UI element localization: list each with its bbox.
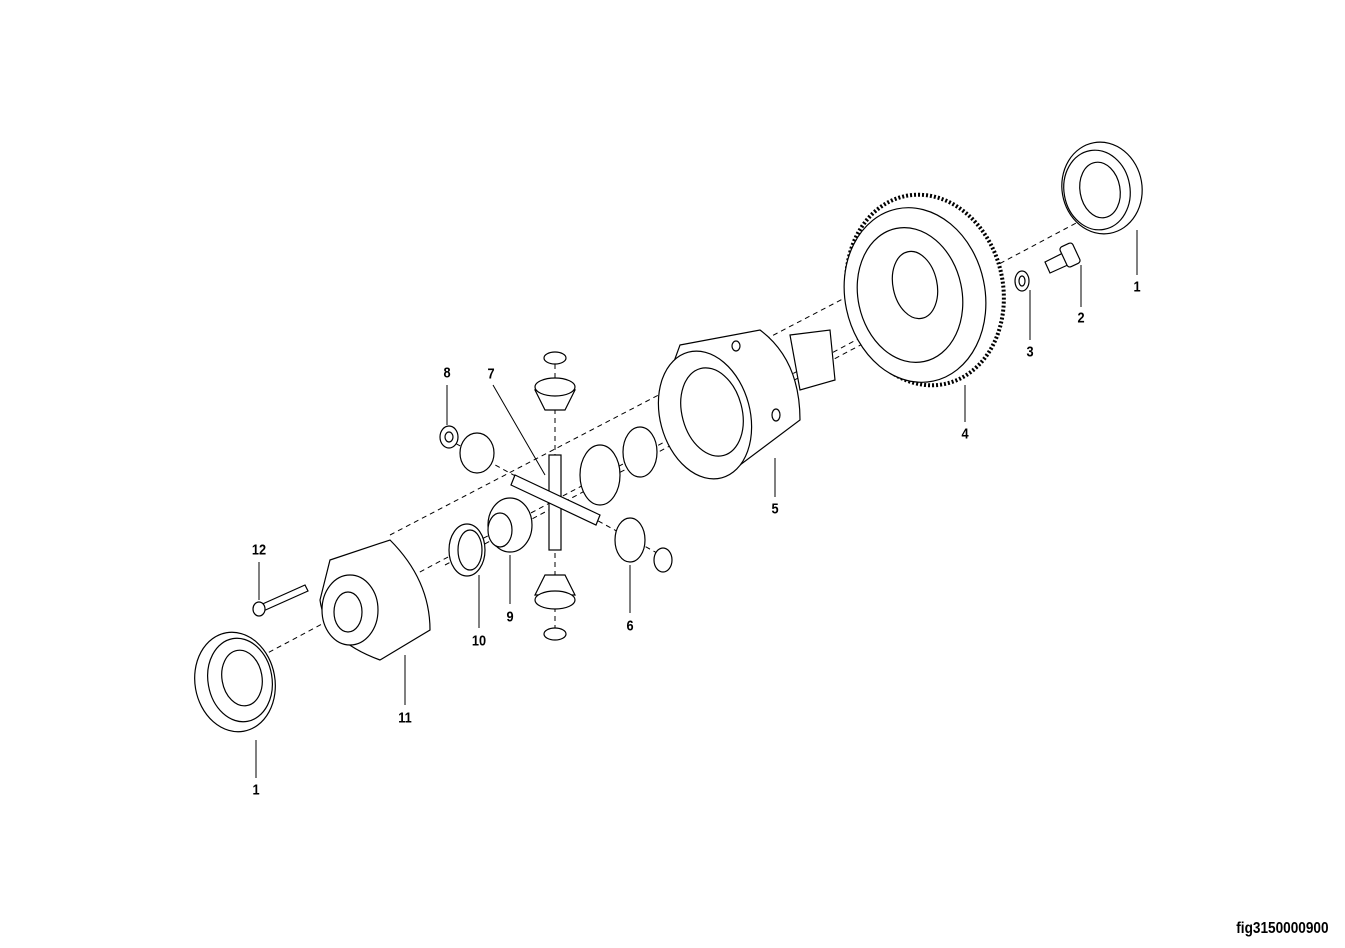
figure-id: fig3150000900 (1236, 920, 1329, 937)
ring-gear[interactable] (828, 180, 1021, 400)
leader-lines (255, 230, 1138, 778)
callout-1-left: 1 (252, 781, 260, 799)
callout-6: 6 (626, 617, 634, 635)
thrust-washer-top[interactable] (543, 351, 567, 365)
callout-4: 4 (961, 425, 969, 443)
cross-shaft[interactable] (510, 454, 601, 551)
callout-8: 8 (443, 364, 451, 382)
callout-2: 2 (1077, 309, 1085, 327)
differential-case[interactable] (645, 329, 836, 489)
callout-1-right: 1 (1133, 278, 1141, 296)
axis-line-upper (389, 289, 861, 536)
callout-3: 3 (1026, 343, 1034, 361)
case-half[interactable] (319, 539, 431, 661)
callout-9: 9 (506, 608, 514, 626)
callout-10: 10 (471, 632, 487, 650)
pinion-gears[interactable] (459, 377, 646, 610)
thrust-washer[interactable] (439, 425, 459, 449)
bolt[interactable] (1044, 242, 1081, 274)
callout-7: 7 (487, 365, 495, 383)
thrust-washer-right[interactable] (622, 426, 658, 478)
callout-12: 12 (251, 541, 267, 559)
thrust-washer-bottom[interactable] (543, 627, 567, 641)
side-gear[interactable] (487, 497, 533, 553)
side-gear-washer[interactable] (448, 523, 486, 577)
thrust-washer-6[interactable] (653, 547, 673, 573)
bearing-left[interactable] (187, 626, 283, 738)
washer[interactable] (1014, 270, 1030, 292)
callout-11: 11 (398, 709, 412, 727)
pin[interactable] (252, 584, 309, 617)
callout-5: 5 (771, 500, 779, 518)
bearing-right[interactable] (1055, 136, 1150, 240)
